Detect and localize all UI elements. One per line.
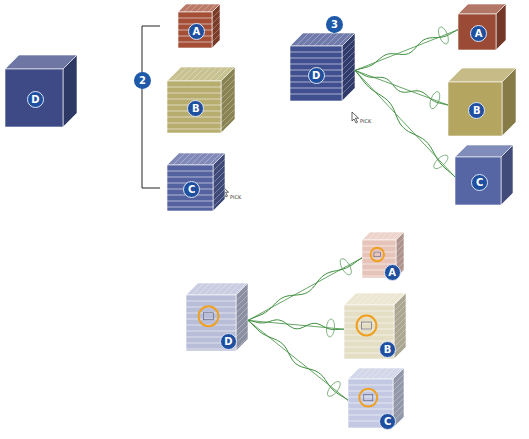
cube-body [186, 283, 248, 351]
callout-number: 3 [326, 16, 343, 33]
cube: D [186, 283, 248, 351]
callout-number: 2 [134, 72, 151, 89]
connector [248, 319, 345, 338]
cube-body [5, 55, 77, 127]
cube-letter: D [308, 67, 325, 84]
cube-body [290, 33, 355, 101]
cube: A [458, 4, 506, 50]
cube: B [344, 293, 406, 359]
cube-letter: A [384, 264, 401, 281]
cursor-label: PICK [229, 194, 242, 200]
bracket [142, 26, 160, 188]
cube: D [290, 33, 355, 101]
connector [355, 70, 456, 178]
cube-body [167, 67, 235, 133]
cube-body [344, 293, 406, 359]
connector [355, 70, 449, 110]
cube-letter: D [27, 91, 44, 108]
cube: C [455, 145, 513, 205]
cube-letter: A [470, 25, 487, 42]
cursor-label: PICK [359, 118, 372, 124]
connector [355, 26, 459, 71]
cube-letter: C [379, 413, 396, 430]
cube: D [5, 55, 77, 127]
cube: C [348, 368, 404, 428]
cube: C [167, 153, 225, 211]
cube: B [448, 68, 516, 136]
cube: B [167, 67, 235, 133]
cube-letter: D [220, 333, 237, 350]
cube-letter: B [187, 100, 204, 117]
connector [248, 320, 349, 401]
cube: A [178, 4, 220, 48]
cube: A [362, 232, 404, 278]
cube-letter: C [183, 181, 200, 198]
cube-body [448, 68, 516, 136]
cursor-arrow [352, 112, 359, 123]
cube-letter: B [468, 102, 485, 119]
